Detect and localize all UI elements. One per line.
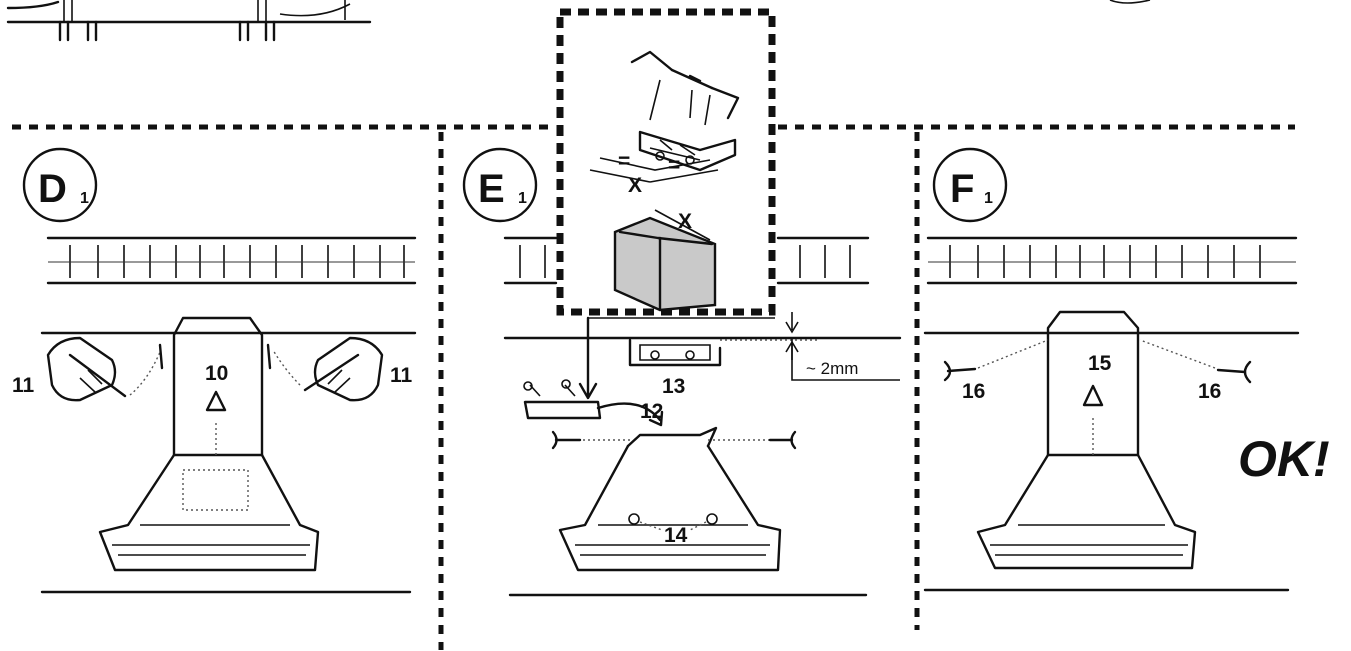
- svg-text:E: E: [478, 167, 505, 211]
- svg-text:15: 15: [1088, 352, 1112, 375]
- inset-duct: [613, 216, 717, 312]
- panel-e1: E 1 ~ 2mm: [462, 147, 902, 597]
- pencil-hand-left: [46, 336, 164, 402]
- svg-text:13: 13: [662, 375, 685, 398]
- svg-text:11: 11: [390, 364, 413, 387]
- step-badge-f1: F 1: [932, 147, 1008, 223]
- svg-text:D: D: [38, 167, 67, 211]
- svg-text:F: F: [950, 167, 974, 211]
- svg-text:16: 16: [1198, 380, 1221, 403]
- svg-text:=: =: [668, 154, 680, 177]
- svg-text:1: 1: [518, 190, 527, 207]
- panel-f1: F 1 15 16 16 OK!: [923, 147, 1330, 592]
- panel-d1: D 1: [12, 147, 417, 594]
- svg-text:11: 11: [12, 374, 35, 397]
- hood-bracket-e1: [523, 316, 775, 427]
- svg-text:=: =: [618, 150, 630, 173]
- svg-text:~ 2mm: ~ 2mm: [806, 359, 858, 378]
- svg-text:X: X: [678, 210, 692, 233]
- svg-text:10: 10: [205, 362, 228, 385]
- svg-text:12: 12: [640, 400, 663, 423]
- hood-f1: [923, 310, 1290, 592]
- step-badge-d1: D 1: [22, 147, 98, 223]
- svg-text:16: 16: [962, 380, 985, 403]
- svg-text:14: 14: [664, 524, 688, 547]
- svg-text:1: 1: [984, 190, 993, 207]
- top-strip-remnant: [6, 0, 1151, 42]
- ceiling-wall-units-d1: [46, 236, 417, 285]
- ok-label: OK!: [1238, 431, 1330, 487]
- screw-right-f1: [1139, 339, 1252, 384]
- inset-bracket-parts: [630, 50, 740, 172]
- ceiling-wall-units-e1: [503, 236, 870, 285]
- inset-dimensions: = = X X: [589, 150, 719, 241]
- hood-d1: [40, 316, 412, 594]
- ceiling-wall-units-f1: [926, 236, 1298, 285]
- svg-text:X: X: [628, 174, 642, 197]
- inset-detail: = = X X: [556, 8, 776, 316]
- step-badge-e1: E 1: [462, 147, 538, 223]
- screw-left-f1: [943, 339, 1049, 382]
- hood-e1: [508, 426, 868, 597]
- pencil-hand-right: [266, 336, 384, 402]
- gap-measure: ~ 2mm: [720, 312, 900, 381]
- wall-bracket-e1: [628, 338, 722, 367]
- panel-separators: [12, 124, 1295, 650]
- svg-text:1: 1: [80, 190, 89, 207]
